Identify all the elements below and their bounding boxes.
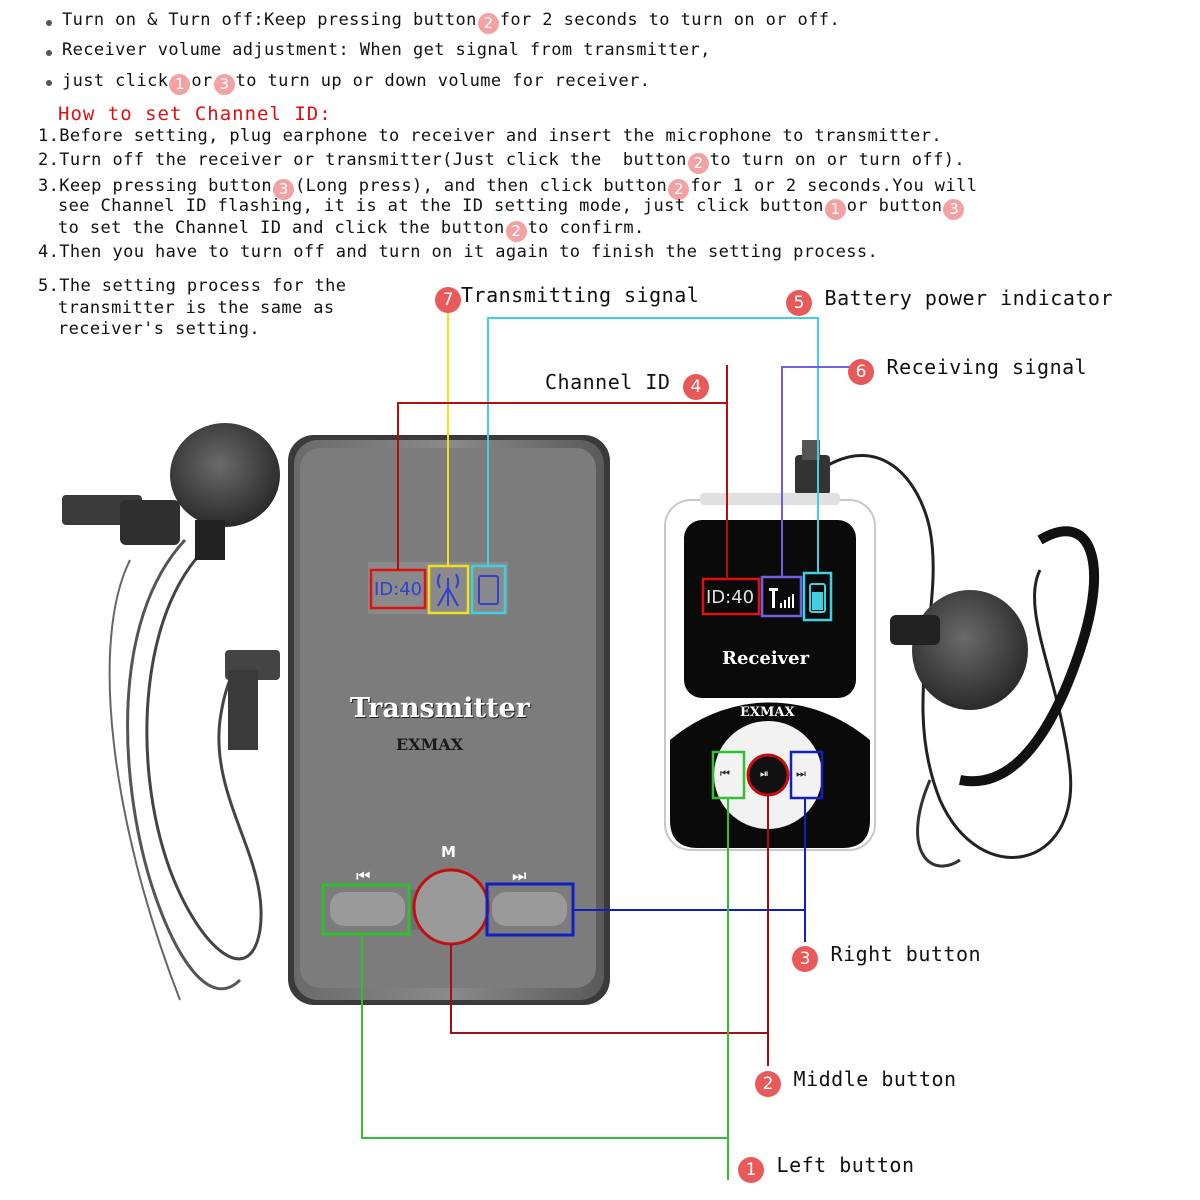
step-2: 2.Turn off the receiver or transmitter(J… xyxy=(38,150,965,174)
instruction-text: for 2 seconds to turn on or off. xyxy=(499,10,841,30)
receiver-label: Receiver xyxy=(722,648,810,669)
instruction-text: just click xyxy=(62,71,169,91)
step-4: 4.Then you have to turn off and turn on … xyxy=(38,242,879,262)
transmitter-maker: EXMAX xyxy=(396,735,464,754)
connector-channel-id xyxy=(397,402,728,579)
rx-next-icon: ⏭ xyxy=(796,767,806,780)
callout-badge: 1 xyxy=(738,1157,764,1183)
section-title: How to set Channel ID: xyxy=(58,103,332,125)
tx-left-button-box xyxy=(321,883,411,936)
step-5-cont-1: transmitter is the same as xyxy=(58,298,335,318)
step-5: 5.The setting process for the xyxy=(38,276,347,296)
instruction-text: Turn on & Turn off:Keep pressing button xyxy=(62,10,477,30)
step-text: to turn on or turn off). xyxy=(709,150,965,170)
callout-label: Left button xyxy=(776,1153,915,1177)
callout-badge: 2 xyxy=(755,1071,781,1097)
step-text: to set the Channel ID and click the butt… xyxy=(58,218,505,238)
connector-battery xyxy=(487,317,819,573)
callout-channel-id: Channel ID 4 xyxy=(545,370,709,400)
receiver-device xyxy=(664,493,876,851)
earphone-pad xyxy=(912,590,1028,710)
step-badge: 2 xyxy=(668,179,690,200)
step-badge: 2 xyxy=(505,221,527,242)
battery-icon xyxy=(478,575,499,605)
step-text: 3.Keep pressing button xyxy=(38,176,272,196)
rx-battery-icon xyxy=(809,583,826,613)
callout-badge: 7 xyxy=(435,287,461,313)
callout-label: Channel ID xyxy=(545,370,671,394)
callout-label: Receiving signal xyxy=(886,355,1088,379)
tx-prev-icon: ⏮ xyxy=(356,866,371,885)
callout-label: Right button xyxy=(830,942,982,966)
antenna-icon xyxy=(437,573,459,607)
step-text: 2.Turn off the receiver or transmitter(J… xyxy=(38,150,687,170)
step-5-cont-2: receiver's setting. xyxy=(58,319,261,339)
step-badge: 2 xyxy=(477,13,499,34)
callout-badge: 4 xyxy=(682,374,709,400)
step-text: or button xyxy=(846,196,943,216)
step-3-cont-2: to set the Channel ID and click the butt… xyxy=(58,218,645,242)
instruction-text: or xyxy=(191,71,213,91)
receiver-maker: EXMAX xyxy=(740,705,795,720)
step-badge: 3 xyxy=(213,74,235,95)
step-badge: 1 xyxy=(169,74,191,95)
connector-left xyxy=(361,798,729,1139)
callout-label: Transmitting signal xyxy=(461,283,700,307)
mic-foam xyxy=(170,423,280,527)
rx-play-icon: ⏯ xyxy=(760,767,769,780)
step-badge: 1 xyxy=(824,199,846,220)
rx-right-button-box xyxy=(789,750,824,800)
callout-left-button: 1 Left button xyxy=(738,1153,915,1183)
connector-middle xyxy=(450,795,769,1034)
step-badge: 3 xyxy=(943,199,965,220)
transmitter-m-label: M xyxy=(441,843,456,861)
step-badge: 2 xyxy=(687,153,709,174)
tx-next-icon: ⏭ xyxy=(512,866,527,885)
step-1: 1.Before setting, plug earphone to recei… xyxy=(38,126,942,146)
callout-label: Middle button xyxy=(793,1067,957,1091)
transmitter-device xyxy=(288,435,610,1005)
transmitter-middle-key xyxy=(415,871,487,943)
bullet xyxy=(46,20,52,26)
instruction-text: to turn up or down volume for receiver. xyxy=(235,71,651,91)
callout-badge: 3 xyxy=(792,946,818,972)
callout-middle-button: 2 Middle button xyxy=(755,1067,957,1097)
rx-prev-icon: ⏮ xyxy=(720,767,730,780)
connector-receiving xyxy=(781,366,850,577)
rx-id-box xyxy=(701,577,761,616)
earphone xyxy=(795,440,1100,868)
callout-battery-indicator: 5 Battery power indicator xyxy=(786,286,1113,316)
step-badge: 3 xyxy=(272,179,294,200)
step-3-cont-1: see Channel ID flashing, it is at the ID… xyxy=(58,196,965,220)
callout-right-button: 3 Right button xyxy=(792,942,981,972)
callout-badge: 6 xyxy=(848,359,874,385)
bullet xyxy=(46,50,52,56)
step-text: for 1 or 2 seconds.You will xyxy=(690,176,978,196)
step-text: see Channel ID flashing, it is at the ID… xyxy=(58,196,824,216)
receiver-jack-plug xyxy=(795,455,830,495)
lapel-microphone xyxy=(62,423,280,1001)
transmitter-left-key xyxy=(330,892,405,926)
signal-bars-icon xyxy=(769,588,794,608)
rx-screen-id: ID:40 xyxy=(706,587,755,608)
step-text: to confirm. xyxy=(527,218,645,238)
instruction-line-2: Receiver volume adjustment: When get sig… xyxy=(62,40,711,60)
bullet xyxy=(46,80,52,86)
step-text: (Long press), and then click button xyxy=(294,176,668,196)
transmitter-label: Transmitter xyxy=(350,693,530,724)
callout-receiving-signal: 6 Receiving signal xyxy=(848,355,1087,385)
transmitter-right-key xyxy=(492,892,567,926)
tx-screen-id: ID:40 xyxy=(374,579,423,600)
callout-label: Battery power indicator xyxy=(824,286,1113,310)
callout-badge: 5 xyxy=(786,290,812,316)
